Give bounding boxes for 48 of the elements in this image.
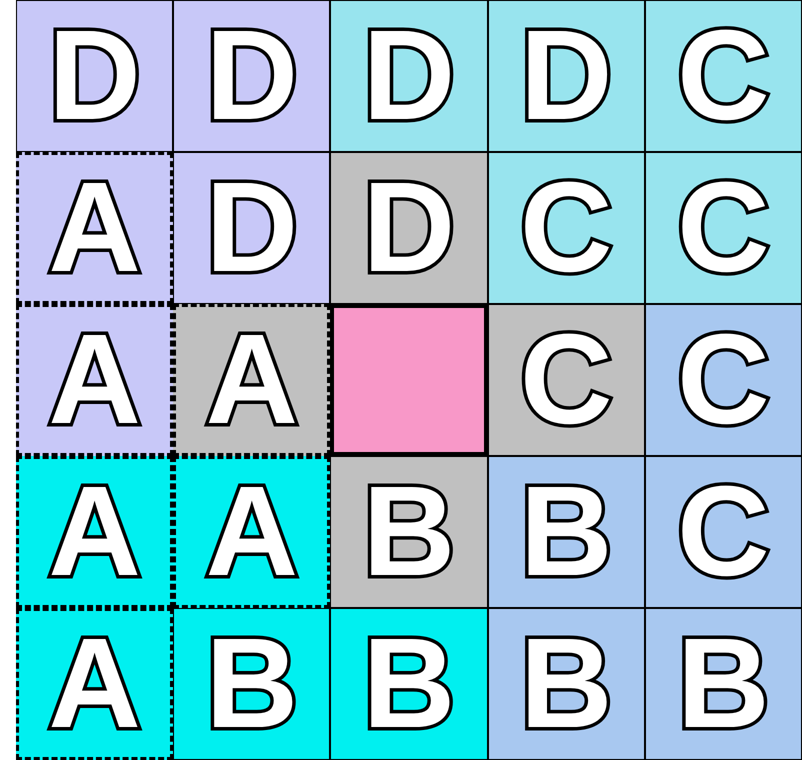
- tile-letter: A: [48, 468, 141, 596]
- letter-tile: [330, 152, 488, 304]
- tile-letter: C: [677, 12, 770, 140]
- tile-letter: D: [206, 164, 298, 292]
- tile-letter: C: [677, 316, 770, 444]
- letter-tile: [644, 304, 802, 456]
- letter-tile: [330, 608, 488, 760]
- letter-tile: [16, 608, 174, 760]
- tile-letter: B: [520, 468, 612, 596]
- tile-letter: C: [520, 316, 612, 444]
- letter-tile: [488, 304, 645, 456]
- letter-tile: [644, 152, 802, 304]
- letter-tile: [488, 456, 645, 608]
- letter-tile: [16, 304, 174, 456]
- letter-tile: [173, 456, 330, 608]
- tile-letter: A: [206, 316, 298, 444]
- tile-letter: D: [520, 12, 612, 140]
- tile-letter: A: [48, 620, 141, 748]
- letter-tile: [173, 152, 330, 304]
- letter-tile: [330, 456, 488, 608]
- tile-letter: B: [520, 620, 612, 748]
- letter-tile: [644, 0, 802, 152]
- tile-letter: B: [362, 468, 456, 596]
- letter-tile: [173, 608, 330, 760]
- tile-letter: A: [48, 164, 141, 292]
- tile-letter: C: [520, 164, 612, 292]
- letter-tile: [173, 0, 330, 152]
- letter-tile: [16, 152, 174, 304]
- tile-letter: A: [48, 316, 141, 444]
- tile-letter: D: [206, 12, 298, 140]
- letter-tile: [488, 0, 645, 152]
- letter-tile: [488, 152, 645, 304]
- letter-tile: [488, 608, 645, 760]
- tile-letter: B: [206, 620, 298, 748]
- letter-tile: [644, 608, 802, 760]
- letter-tile: [330, 0, 488, 152]
- letter-tile: [644, 456, 802, 608]
- letter-tile: [173, 304, 330, 456]
- letter-tile: [16, 456, 174, 608]
- tile-letter: D: [362, 164, 456, 292]
- tile-letter: C: [677, 164, 770, 292]
- tile-letter: A: [206, 468, 298, 596]
- tile-letter: D: [362, 12, 456, 140]
- tile-letter: C: [677, 468, 770, 596]
- tile-letter: D: [48, 12, 141, 140]
- tile-letter: B: [677, 620, 770, 748]
- tile-letter: B: [362, 620, 456, 748]
- letter-tile: [16, 0, 174, 152]
